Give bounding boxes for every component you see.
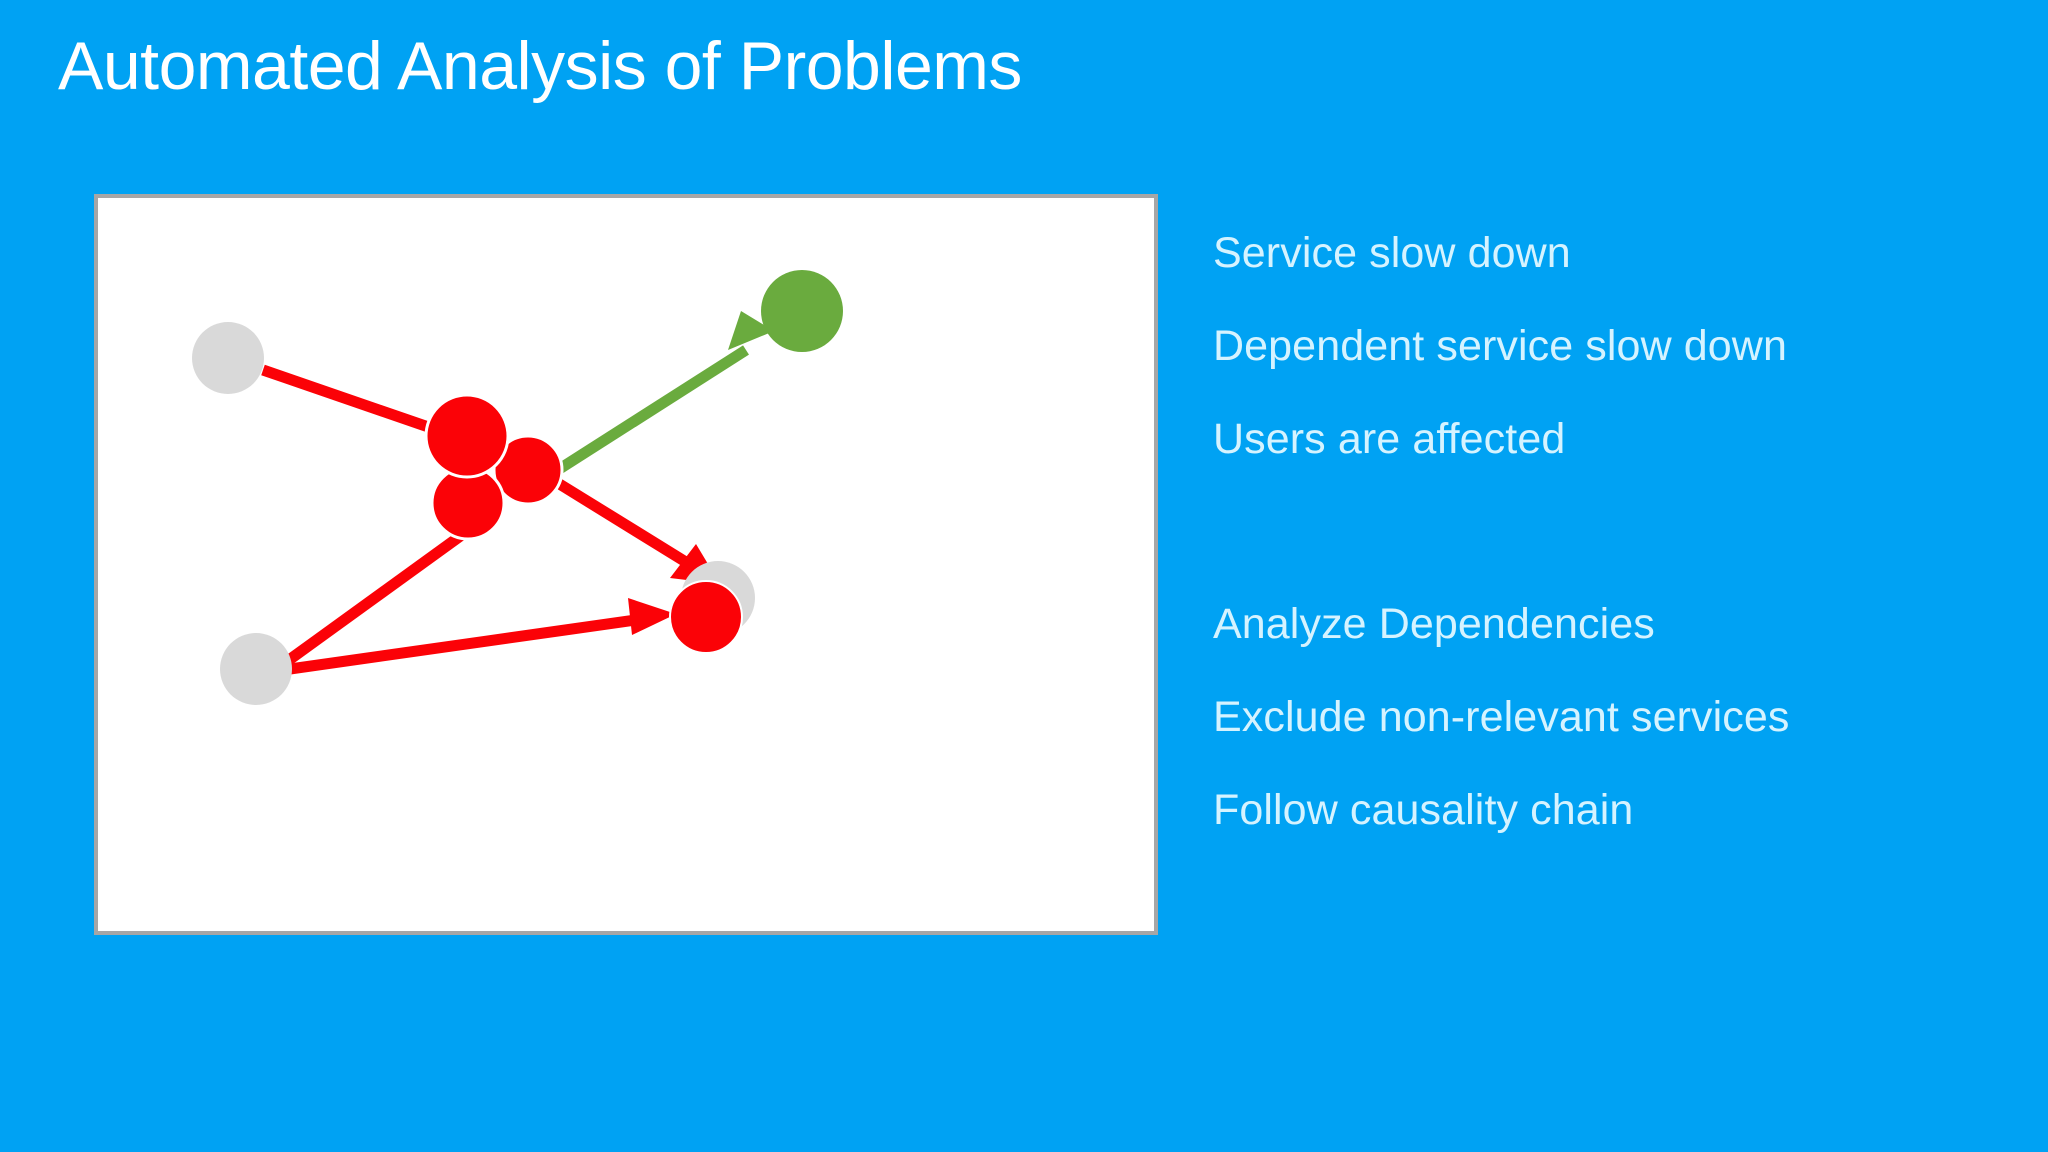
cluster-red-node-right[interactable] (492, 434, 564, 506)
page-title: Automated Analysis of Problems (58, 28, 1022, 104)
list-item-follow-causality-chain: Follow causality chain (1213, 786, 1634, 834)
downstream-gray-node[interactable] (220, 633, 292, 705)
upstream-gray-node[interactable] (192, 322, 264, 394)
dependency-graph (192, 270, 843, 705)
dependency-diagram-panel (94, 194, 1158, 935)
list-item-exclude-non-relevant-services: Exclude non-relevant services (1213, 693, 1790, 741)
edge-downstream-to-cluster (285, 524, 474, 665)
edge-cluster-to-green-shaft (547, 345, 749, 480)
edge-cluster-to-affected-shaft (550, 475, 705, 577)
edge-cluster-to-green-arrowhead (728, 311, 774, 350)
list-item-users-are-affected: Users are affected (1213, 415, 1566, 463)
list-item-service-slow-down: Service slow down (1213, 229, 1571, 277)
observations-list: Service slow down Dependent service slow… (1213, 232, 1973, 835)
edge-downstream-to-affected-shaft (289, 612, 651, 675)
list-item-dependent-service-slow-down: Dependent service slow down (1213, 322, 1787, 370)
cluster-red-node-top[interactable] (424, 393, 510, 479)
affected-red-node[interactable] (669, 580, 743, 654)
list-item-analyze-dependencies: Analyze Dependencies (1213, 600, 1655, 648)
dependent-green-node[interactable] (761, 270, 843, 352)
edge-downstream-to-affected-arrowhead (628, 598, 676, 635)
